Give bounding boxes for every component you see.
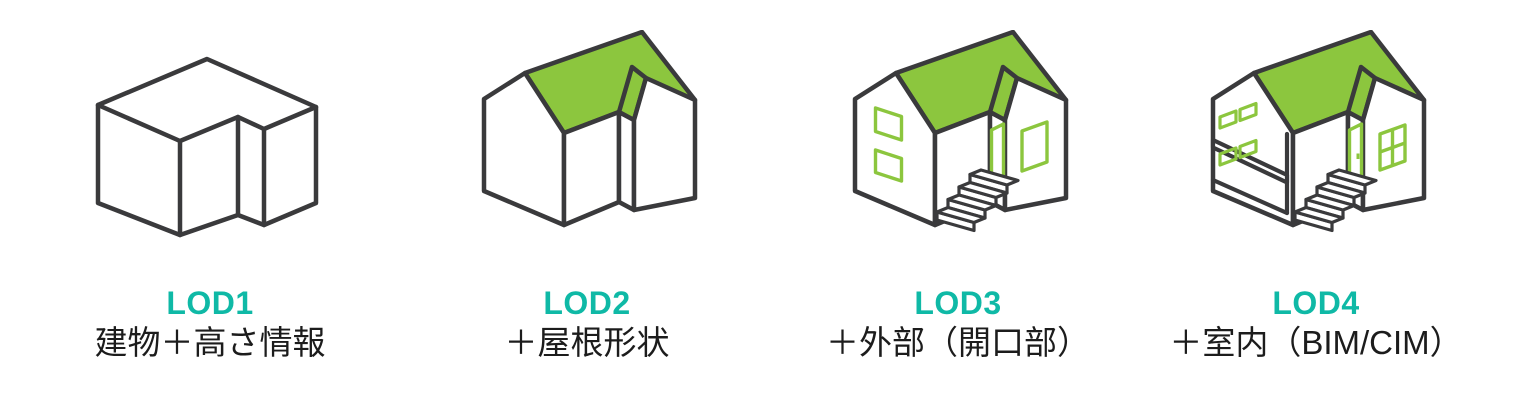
lod2-card: LOD2 ＋屋根形状	[417, 0, 757, 363]
house-openings-icon	[852, 30, 1069, 233]
lod4-description: ＋室内（BIM/CIM）	[1169, 324, 1463, 361]
lod4-title: LOD4	[1272, 285, 1360, 321]
lod1-card: LOD1 建物＋高さ情報	[40, 0, 380, 363]
window-icon	[1020, 120, 1049, 173]
lod3-card: LOD3 ＋外部（開口部）	[788, 0, 1128, 363]
house-roof-icon	[481, 30, 698, 228]
lod2-title: LOD2	[543, 285, 631, 321]
lod3-description: ＋外部（開口部）	[826, 324, 1090, 361]
stairs-icon	[1293, 168, 1378, 233]
lod1-description: 建物＋高さ情報	[94, 324, 326, 361]
lod2-description: ＋屋根形状	[504, 324, 670, 361]
lod4-card: LOD4 ＋室内（BIM/CIM）	[1146, 0, 1486, 363]
window-icon	[873, 106, 904, 142]
window-icon	[1238, 101, 1258, 123]
house-interior-icon	[1210, 30, 1427, 233]
window-icon	[1218, 146, 1238, 167]
window-icon	[1218, 109, 1238, 130]
window-icon	[1238, 138, 1258, 160]
lod1-title: LOD1	[166, 285, 254, 321]
building-mass-icon	[95, 56, 319, 238]
window-icon	[873, 148, 904, 183]
lod3-title: LOD3	[914, 285, 1002, 321]
stairs-icon	[935, 168, 1020, 233]
window-icon	[1378, 123, 1407, 172]
